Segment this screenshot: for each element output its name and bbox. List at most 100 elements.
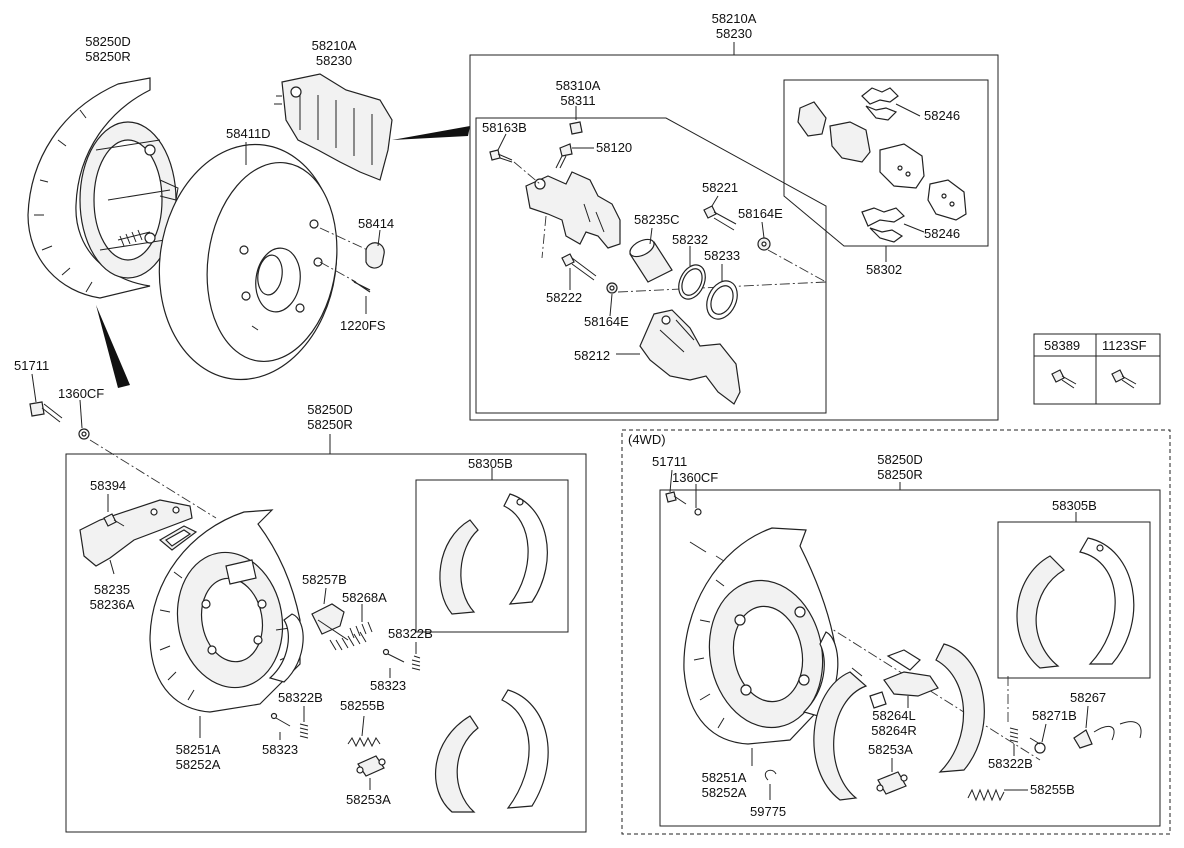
fwd-backing-plate [683, 527, 839, 745]
label-fwd-washer: 1360CF [672, 470, 719, 485]
label-fwd-spring-267: 58267 [1070, 690, 1107, 705]
screw-1220fs [351, 279, 371, 293]
fwd-washer-1360cf [694, 508, 702, 516]
top-left-shield-assembly [27, 77, 179, 299]
drum-brake-box [65, 453, 587, 833]
label-pin-322b-b: 58322B [278, 690, 323, 705]
label-screw: 1220FS [340, 318, 386, 333]
bracket-58235 [79, 499, 193, 567]
boot-58164e-lower [606, 282, 618, 294]
mid-shoe-kit-shoes [439, 493, 548, 615]
boot-58233 [706, 280, 738, 320]
fwd-bolt-51711 [665, 491, 687, 505]
label-adjuster: 58257B [302, 572, 347, 587]
label-washer-1360cf: 1360CF [58, 386, 105, 401]
fwd-shoe-kit-box [997, 521, 1151, 679]
label-piston: 58235C [634, 212, 680, 227]
fwd-clip-59775 [764, 769, 777, 781]
fastener-legend-table [1033, 333, 1161, 405]
backing-plate-58251a [149, 509, 304, 713]
label-boot-58164e-b: 58164E [584, 314, 629, 329]
label-pin-323-a: 58323 [370, 678, 407, 693]
fwd-wheel-cyl-58253a [876, 771, 908, 795]
label-boot-58233: 58233 [704, 248, 741, 263]
piston-58235c [629, 238, 673, 283]
bolt-51711-top [29, 401, 63, 423]
plug-58414 [365, 242, 385, 269]
label-pin-58221: 58221 [702, 180, 739, 195]
label-bolt-51711: 51711 [14, 358, 50, 373]
bleeder-screw [569, 121, 583, 135]
fwd-lever-58264 [869, 649, 939, 709]
fwd-spring-58322b [1009, 727, 1019, 743]
label-spring-58268a: 58268A [342, 590, 387, 605]
fwd-spring-58255b [967, 788, 1005, 802]
gasket-rect [158, 525, 198, 551]
label-pin-58222: 58222 [546, 290, 583, 305]
label-carrier: 58212 [574, 348, 611, 363]
label-cap-58120: 58120 [596, 140, 633, 155]
legend-code-1123sf: 1123SF [1102, 338, 1147, 353]
label-disc: 58411D [226, 126, 271, 141]
spring-58322b-b [299, 723, 309, 739]
label-guide-bolt: 58163B [482, 120, 527, 135]
wheel-cylinder-58253a [356, 755, 386, 777]
label-pads-bottom: 58246 [924, 226, 961, 241]
fwd-box-inner [659, 489, 1161, 827]
brake-disc [158, 143, 338, 381]
label-fwd-271b: 58271B [1032, 708, 1077, 723]
leader-plug-dash [319, 227, 373, 253]
pin-58323-a [382, 648, 405, 663]
caliper-box-inner [475, 117, 827, 414]
label-fwd-shoe-kit: 58305B [1052, 498, 1097, 513]
pad-subbox [783, 79, 989, 247]
caliper-body [525, 171, 621, 249]
fwd-box-outer [621, 429, 1171, 835]
carrier-58212 [639, 309, 741, 405]
label-pin-323-b: 58323 [262, 742, 299, 757]
fwd-shoe-kit-shoes [1016, 537, 1135, 669]
guide-bolt-58163b [489, 149, 513, 163]
label-seal: 58232 [672, 232, 709, 247]
pin-58221 [703, 205, 737, 231]
pointer-wedge-left [96, 305, 130, 388]
spring-58255b [347, 736, 381, 748]
label-fwd-title: (4WD) [628, 432, 666, 447]
label-wheel-cyl: 58253A [346, 792, 391, 807]
boot-58164e-upper [757, 237, 771, 251]
label-fwd-bolt: 51711 [652, 454, 688, 469]
label-plug: 58414 [358, 216, 395, 231]
spring-58322b-a [411, 655, 421, 671]
pointer-wedge-caliper [392, 126, 470, 140]
mid-shoes-lower [434, 689, 549, 813]
fwd-shoe-left [813, 667, 868, 801]
label-pads-top: 58246 [924, 108, 961, 123]
fwd-pin-58271b [1029, 737, 1046, 754]
fwd-shoe-right [935, 643, 985, 773]
label-mid-shoe-kit: 58305B [468, 456, 513, 471]
cap-58120 [555, 143, 573, 169]
label-boot-58164e-a: 58164E [738, 206, 783, 221]
spring-58268a [349, 621, 373, 639]
label-bracket-bolt: 58394 [90, 478, 127, 493]
label-fwd-wheel-cyl: 58253A [868, 742, 913, 757]
label-fwd-clip: 59775 [750, 804, 787, 819]
seal-58232 [678, 264, 706, 300]
legend-code-58389: 58389 [1044, 338, 1081, 353]
top-caliper [274, 73, 393, 181]
pin-58323-b [270, 712, 291, 727]
pin-58222 [561, 253, 597, 281]
adjuster-58257b [311, 603, 367, 651]
